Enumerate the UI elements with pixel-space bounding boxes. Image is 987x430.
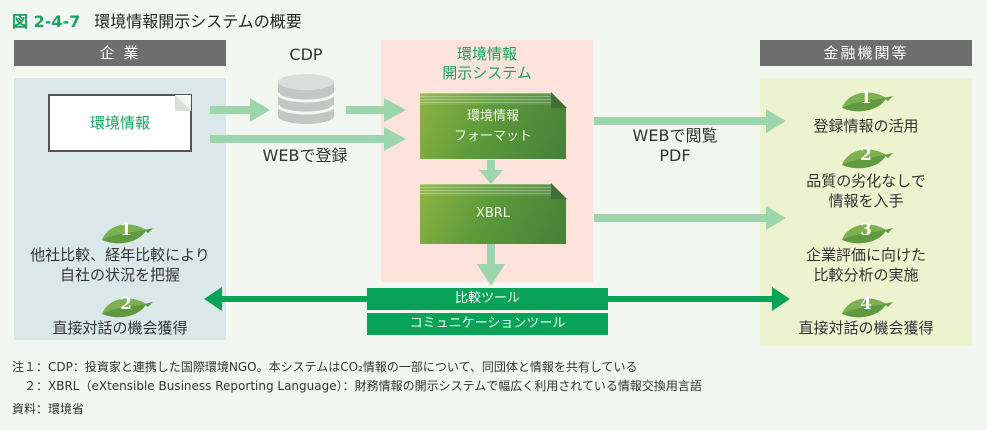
leaf-number-right-4: 4 xyxy=(860,294,872,314)
source-note: 資料：環境省 xyxy=(12,402,85,416)
right-benefit-3-line2: 比較分析の実施 xyxy=(813,266,919,284)
document-label: 環境情報 xyxy=(89,114,150,132)
left-benefit-2: 直接対話の機会獲得 xyxy=(52,319,188,337)
right-panel-header: 金融機関等 xyxy=(760,40,972,66)
figure-number: 図 2-4-7 xyxy=(12,12,81,31)
leaf-number-right-3: 3 xyxy=(860,220,872,240)
note-2: ２：XBRL（eXtensible Business Reporting Lan… xyxy=(12,379,702,393)
right-benefit-3-line1: 企業評価に向けた xyxy=(805,246,926,264)
right-benefit-2-line2: 情報を入手 xyxy=(828,192,904,210)
leaf-number-left-1: 1 xyxy=(120,220,132,240)
xbrl-box: XBRL xyxy=(420,183,567,244)
left-benefit-1: 他社比較、経年比較により 自社の状況を把握 xyxy=(14,245,226,285)
right-benefit-1: 登録情報の活用 xyxy=(813,117,919,135)
arrow-web-view xyxy=(594,109,786,133)
web-register-label: WEBで登録 xyxy=(262,146,348,165)
left-benefit-1-line2: 自社の状況を把握 xyxy=(59,266,180,284)
leaf-number-right-2: 2 xyxy=(860,145,872,165)
format-box-fold xyxy=(551,92,567,108)
web-view-line2: PDF xyxy=(659,146,691,165)
arrow-cdp-to-system xyxy=(346,98,406,122)
left-benefit-1-line1: 他社比較、経年比較により xyxy=(30,246,210,264)
middle-panel-title: 環境情報 開示システム xyxy=(381,45,593,83)
web-view-line1: WEBで閲覧 xyxy=(632,126,718,145)
format-box: 環境情報 フォーマット xyxy=(420,92,567,159)
format-box-line1: 環境情報 xyxy=(466,109,519,124)
arrow-web-register xyxy=(210,127,406,151)
figure-title: 図 2-4-7 環境情報開示システムの概要 xyxy=(12,8,302,32)
cdp-label: CDP xyxy=(289,45,323,64)
right-benefit-3: 企業評価に向けた 比較分析の実施 xyxy=(760,245,972,285)
left-panel-header: 企 業 xyxy=(14,40,226,66)
note-1: 注１：CDP：投資家と連携した国際環境NGO。本システムはCO₂情報の一部につい… xyxy=(12,360,638,374)
format-box-stripe xyxy=(420,93,566,105)
arrow-xbrl-to-right xyxy=(594,206,786,230)
leaf-number-left-2: 2 xyxy=(120,294,132,314)
doc-fold-corner xyxy=(175,95,191,111)
format-box-line2: フォーマット xyxy=(453,129,532,144)
comparison-tool-button[interactable]: 比較ツール xyxy=(367,288,608,310)
leaf-number-right-1: 1 xyxy=(860,88,872,108)
arrow-format-to-xbrl xyxy=(479,160,503,184)
web-view-label: WEBで閲覧 PDF xyxy=(620,126,730,166)
arrow-xbrl-to-tools xyxy=(477,242,505,286)
right-benefit-2-line1: 品質の劣化なしで xyxy=(806,172,926,190)
xbrl-box-fold xyxy=(551,183,567,199)
environmental-info-document: 環境情報 xyxy=(48,94,192,152)
database-icon xyxy=(276,74,336,124)
figure-title-text: 環境情報開示システムの概要 xyxy=(94,12,302,31)
right-benefit-2: 品質の劣化なしで 情報を入手 xyxy=(760,171,972,211)
arrow-doc-to-cdp xyxy=(210,98,270,122)
middle-title-line2: 開示システム xyxy=(442,64,532,82)
right-benefit-4: 直接対話の機会獲得 xyxy=(798,319,934,337)
xbrl-box-stripe xyxy=(420,184,566,196)
middle-title-line1: 環境情報 xyxy=(456,45,517,63)
xbrl-label: XBRL xyxy=(475,206,511,221)
communication-tool-button[interactable]: コミュニケーションツール xyxy=(367,313,608,335)
